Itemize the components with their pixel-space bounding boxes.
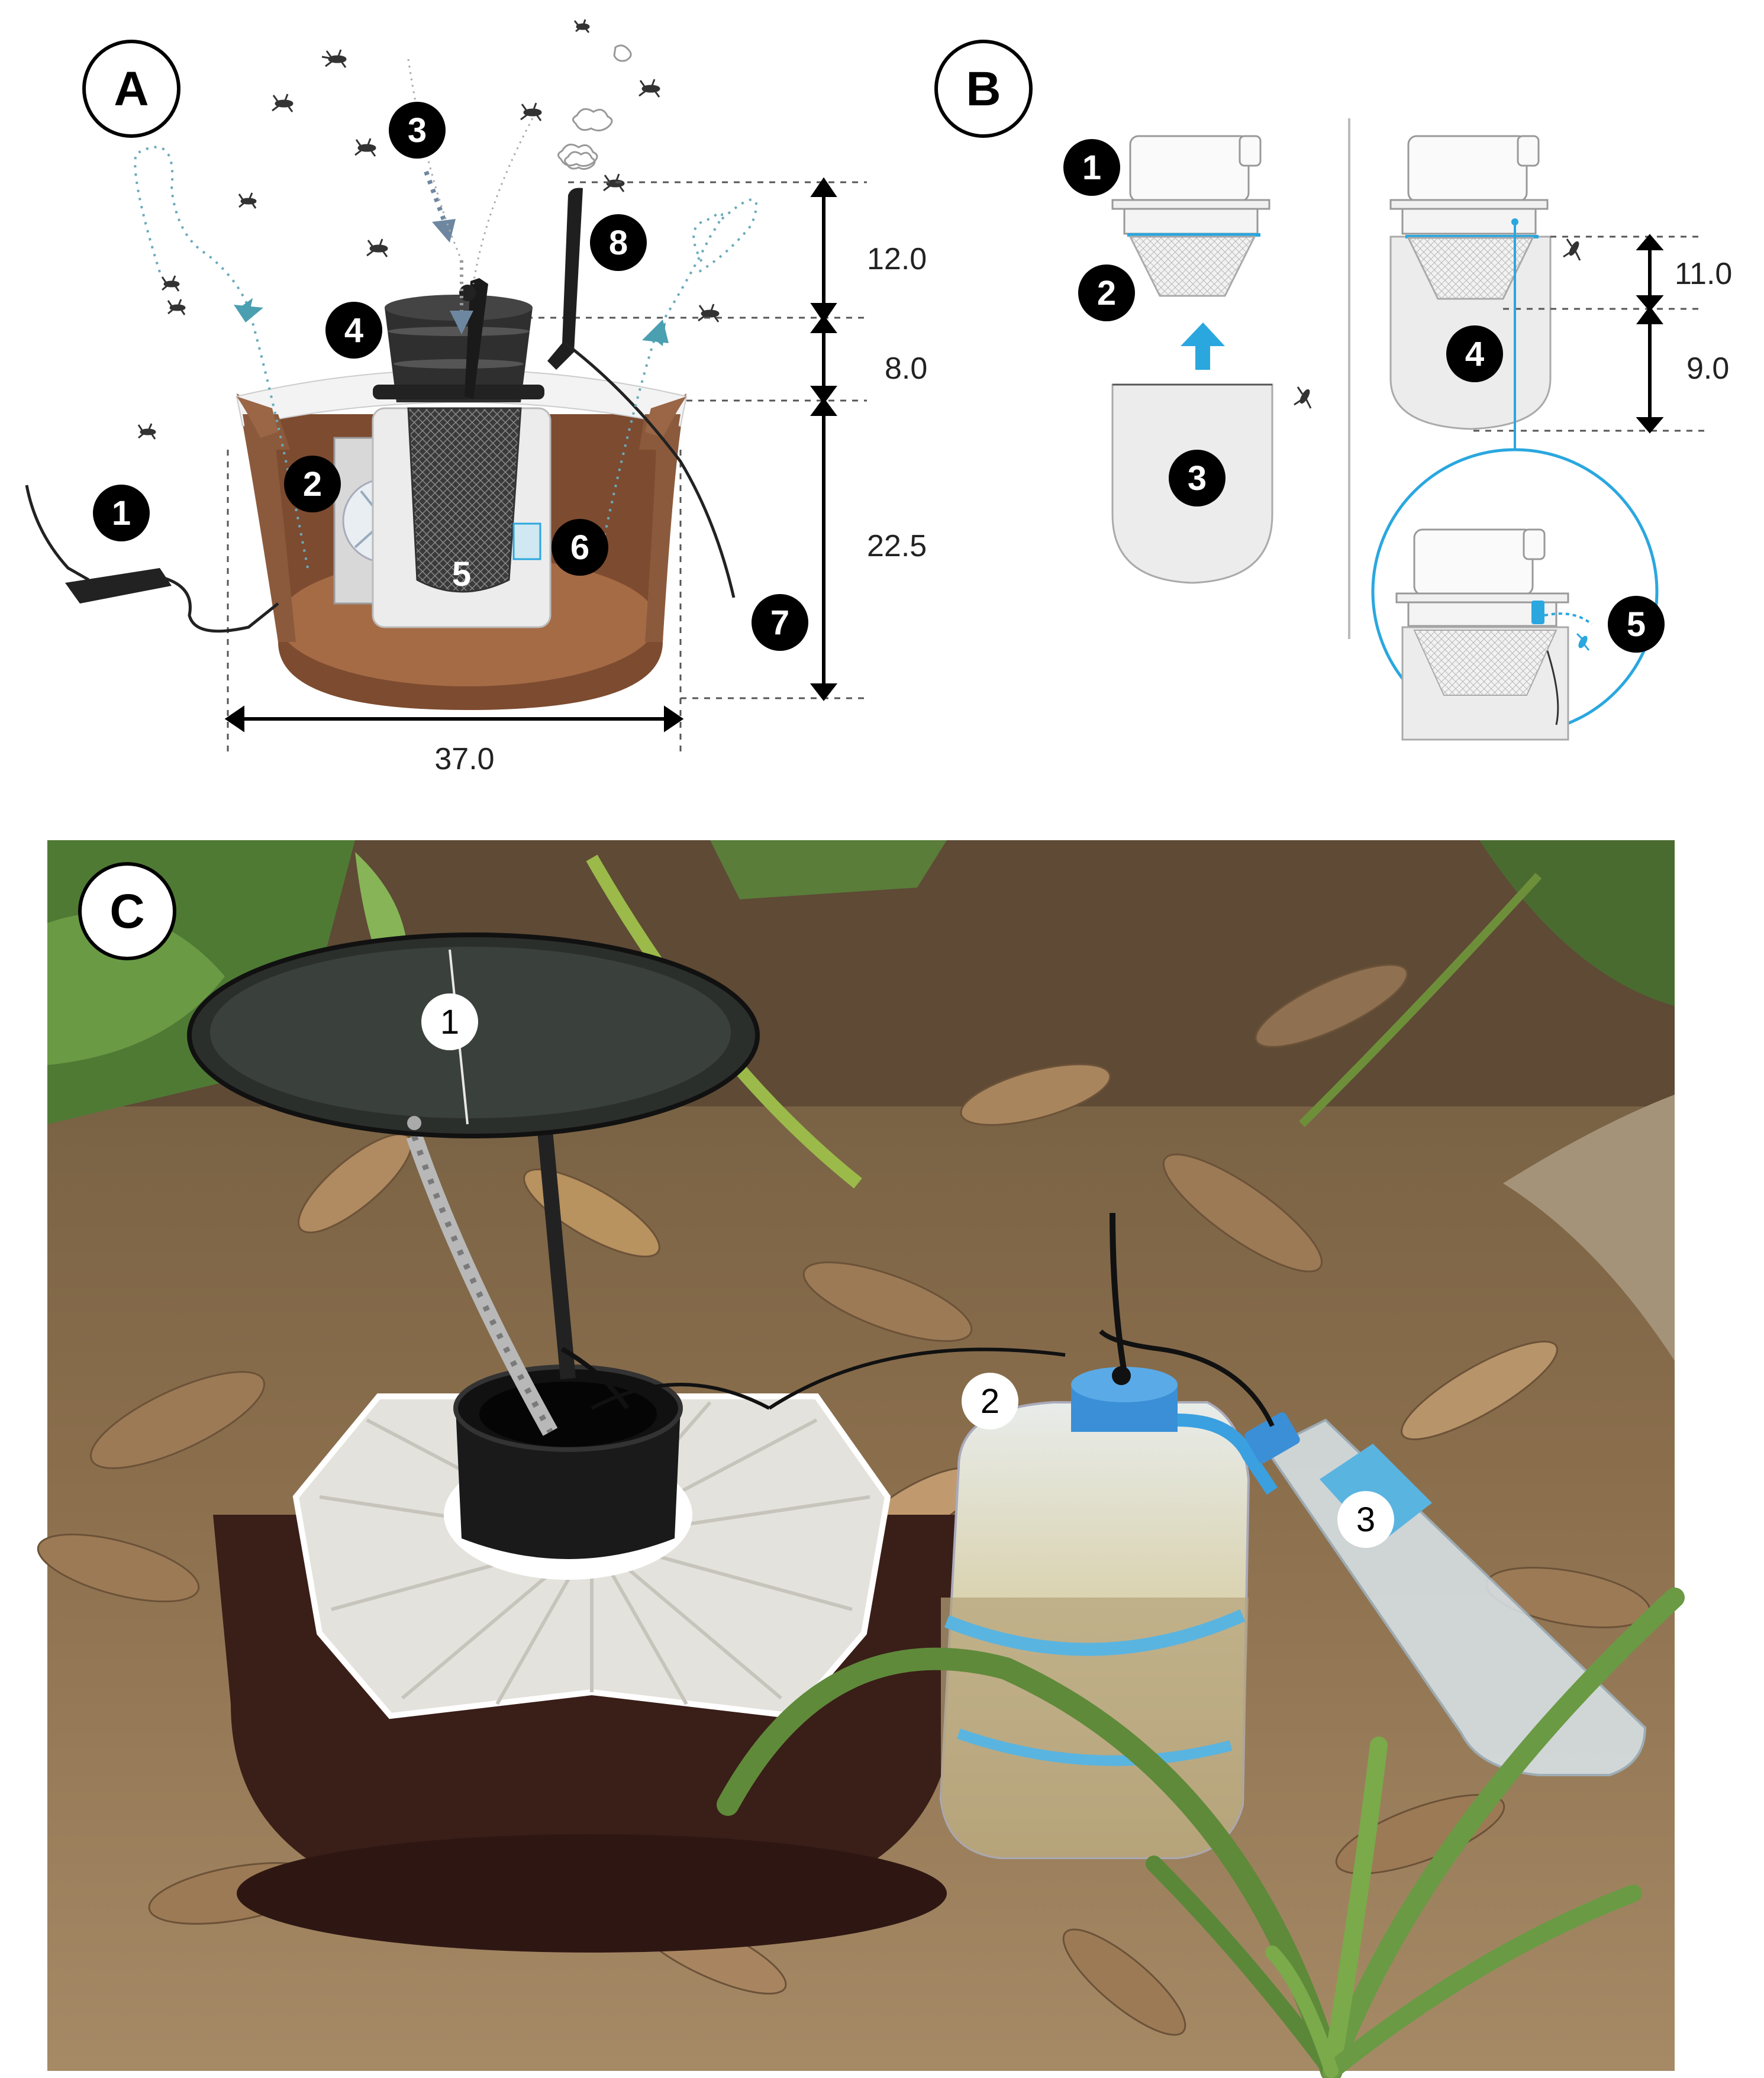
svg-text:8: 8 — [609, 224, 628, 262]
svg-text:1: 1 — [440, 1003, 459, 1041]
small-mosquito-b2 — [1563, 238, 1581, 261]
panel-a: A — [25, 19, 927, 776]
svg-text:1: 1 — [1082, 149, 1101, 187]
insert-arrow — [1181, 322, 1225, 370]
dim-label-width: 37.0 — [434, 742, 494, 776]
svg-text:4: 4 — [1465, 335, 1484, 373]
svg-text:C: C — [109, 885, 144, 938]
marker-c-3: 3 — [1337, 1491, 1394, 1548]
marker-a-8: 8 — [590, 214, 647, 271]
trap-body — [213, 1123, 970, 1953]
dimension-labels-a: 12.0 8.0 22.5 37.0 — [434, 242, 927, 776]
svg-text:A: A — [114, 62, 149, 116]
dimension-labels-b: 11.0 9.0 — [1675, 257, 1732, 386]
svg-text:5: 5 — [1627, 605, 1646, 644]
marker-b-3: 3 — [1169, 450, 1226, 506]
panel-c-label: C — [78, 862, 176, 960]
marker-a-6: 6 — [552, 519, 608, 576]
marker-a-5: 5 — [452, 555, 471, 593]
panel-b-label: B — [934, 40, 1033, 138]
dimension-arrows-a — [224, 177, 838, 733]
dim-label-bottom: 22.5 — [867, 529, 927, 563]
dimension-guides-b — [1473, 235, 1704, 432]
marker-a-7: 7 — [752, 594, 808, 651]
panel-b-markers: 1 2 3 4 5 — [1063, 139, 1665, 653]
panel-c-markers: 1 2 3 — [421, 993, 1394, 1548]
marker-c-1: 1 — [421, 993, 478, 1050]
dim-label-upper: 11.0 — [1675, 257, 1732, 291]
small-mosquito-b1 — [1294, 386, 1312, 409]
panel-c-photo: C 1 2 3 — [37, 840, 1685, 2078]
foreground-plant — [717, 1587, 1685, 2078]
marker-b-4: 4 — [1446, 325, 1503, 382]
marker-a-4: 4 — [325, 302, 382, 359]
marker-b-5: 5 — [1608, 596, 1665, 653]
airflow-arrowheads — [234, 298, 669, 346]
marker-b-1: 1 — [1063, 139, 1120, 196]
svg-text:7: 7 — [770, 604, 789, 642]
mosquito-flight-path — [407, 59, 463, 261]
svg-text:3: 3 — [408, 111, 427, 150]
svg-text:2: 2 — [981, 1382, 999, 1421]
co2-clouds — [557, 44, 632, 170]
svg-text:1: 1 — [112, 494, 131, 533]
mosquito-flight-path-2 — [472, 118, 534, 285]
marker-c-2: 2 — [962, 1373, 1018, 1430]
svg-text:3: 3 — [1188, 459, 1207, 498]
collection-parts-exploded — [1111, 135, 1273, 584]
airflow-paths — [134, 146, 758, 569]
pot-illustration — [25, 188, 736, 710]
dimension-arrows-b — [1636, 234, 1664, 434]
panel-a-markers: 1 2 3 4 5 6 7 8 — [93, 102, 808, 651]
zoom-inset — [1371, 448, 1659, 741]
svg-text:2: 2 — [303, 465, 322, 504]
svg-text:4: 4 — [344, 311, 363, 350]
marker-a-3: 3 — [389, 102, 446, 159]
dim-label-middle: 8.0 — [885, 351, 927, 386]
svg-text:2: 2 — [1097, 274, 1116, 312]
svg-text:B: B — [966, 62, 1001, 116]
marker-a-1: 1 — [93, 485, 150, 541]
panel-b: B — [934, 40, 1732, 741]
dim-label-lower: 9.0 — [1686, 351, 1729, 386]
mosquito-icons — [137, 19, 720, 440]
svg-text:6: 6 — [570, 528, 589, 567]
dim-label-top: 12.0 — [867, 242, 927, 276]
collection-parts-assembled — [1389, 135, 1552, 430]
svg-text:3: 3 — [1356, 1501, 1375, 1539]
intake-arrow — [424, 170, 473, 334]
marker-b-2: 2 — [1078, 264, 1135, 321]
zoom-anchor — [1511, 218, 1518, 225]
panel-a-label: A — [82, 40, 180, 138]
svg-text:5: 5 — [452, 555, 471, 593]
marker-a-2: 2 — [284, 456, 341, 512]
